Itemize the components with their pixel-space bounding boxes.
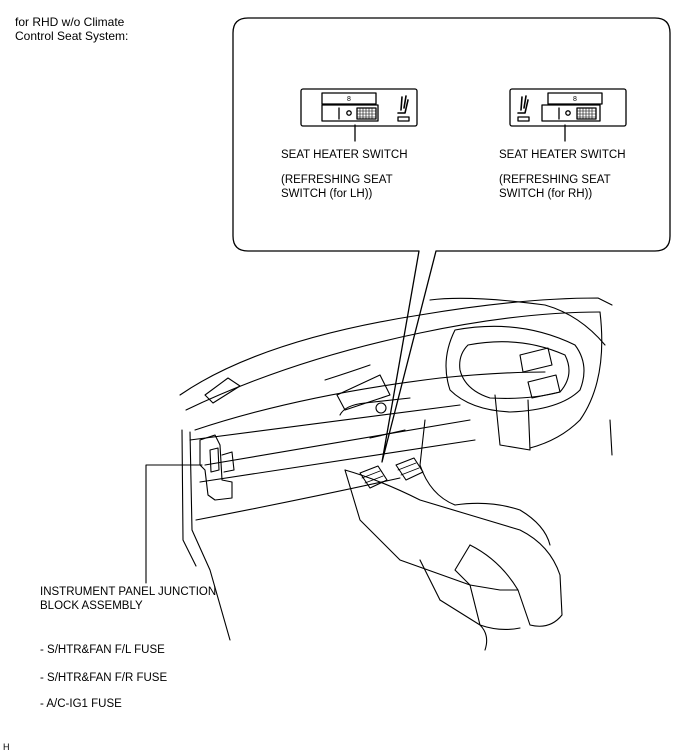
fuse-item: - S/HTR&FAN F/L FUSE [40,644,165,656]
dashboard-illustration [179,297,613,651]
right-switch-title: SEAT HEATER SWITCH [499,149,626,161]
fuse-item: - S/HTR&FAN F/R FUSE [40,672,168,684]
callout-balloon [232,17,671,463]
header-note: for RHD w/o Climate Control Seat System: [15,15,129,43]
right-switch-icon [509,88,627,142]
switch-display-digit: 8 [347,96,351,103]
console-switch-rh [395,457,424,481]
junction-block-label: INSTRUMENT PANEL JUNCTION BLOCK ASSEMBLY [40,586,217,612]
left-switch-title: SEAT HEATER SWITCH [281,149,408,161]
console-switch-lh [359,465,388,489]
junction-block-leader-line [145,464,203,584]
corner-mark: H [3,742,10,752]
switch-display-digit: 8 [573,96,577,103]
left-switch-subtitle: (REFRESHING SEAT SWITCH (for LH)) [281,174,393,200]
left-switch-icon [300,88,418,142]
right-switch-subtitle: (REFRESHING SEAT SWITCH (for RH)) [499,174,611,200]
fuse-item: - A/C-IG1 FUSE [40,698,122,710]
